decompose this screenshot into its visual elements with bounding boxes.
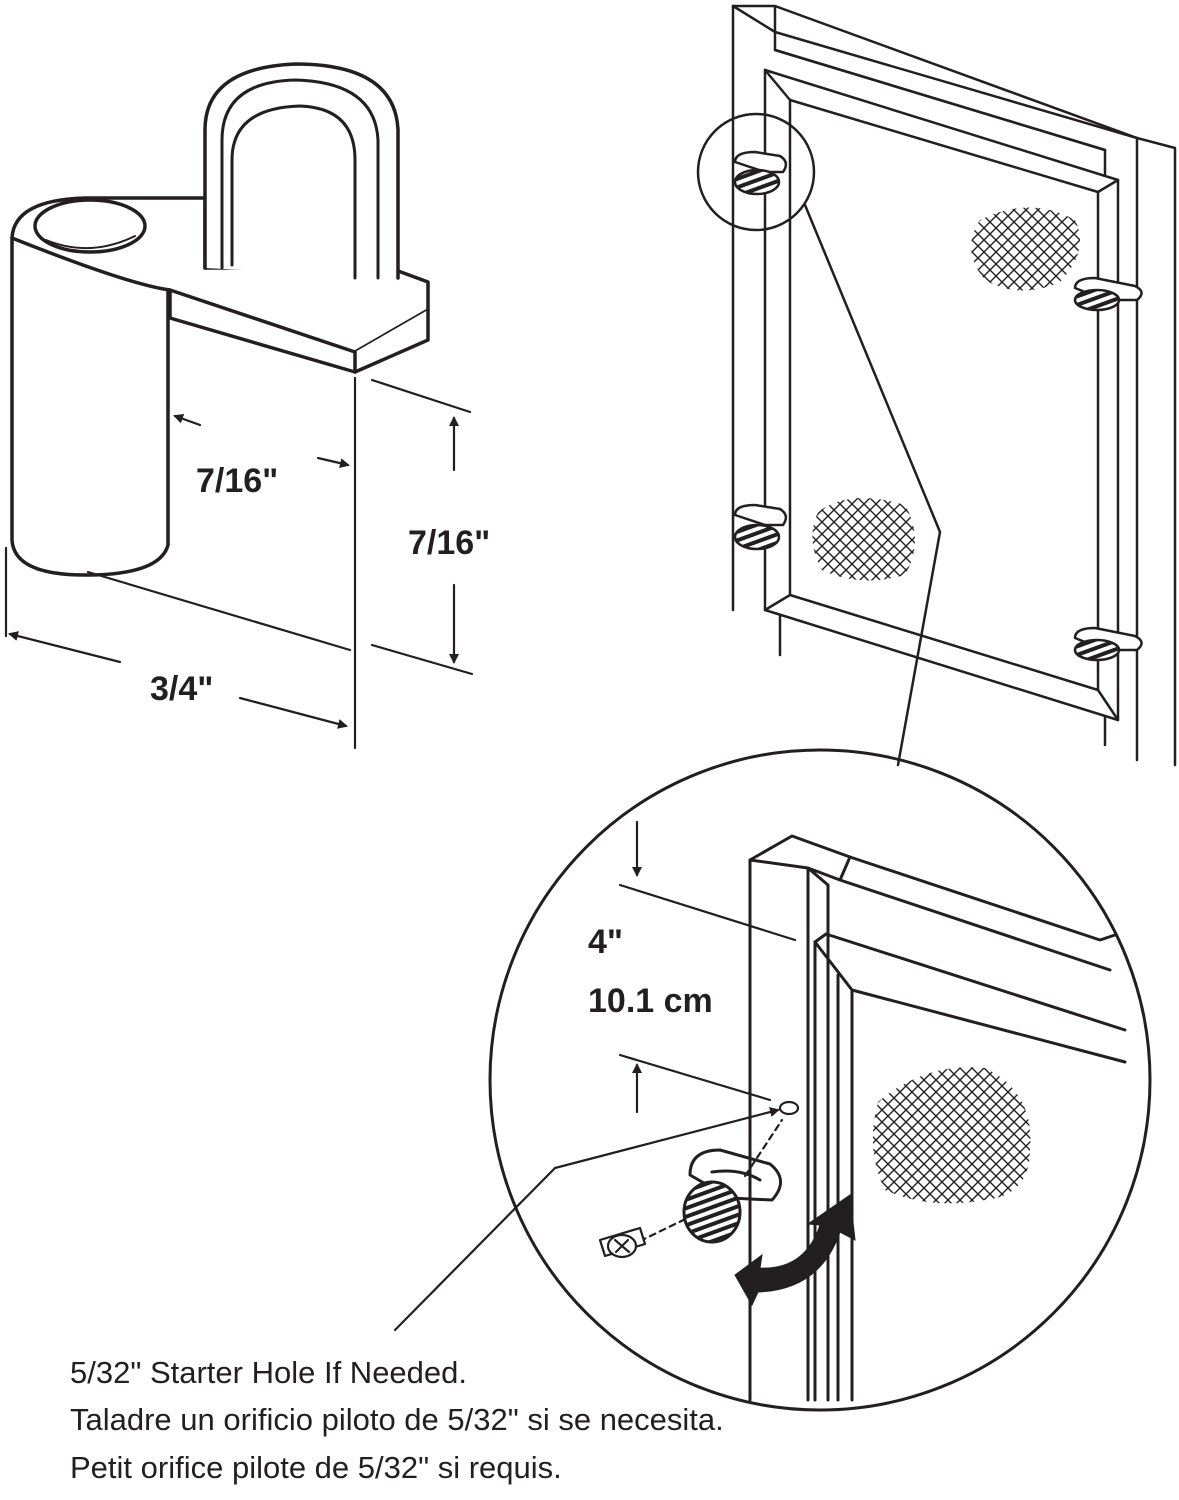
rotation-arrow-icon — [734, 1194, 856, 1307]
length-dimension-label: 3/4" — [150, 670, 213, 708]
note-french: Petit orifice pilote de 5/32" si requis. — [70, 1450, 562, 1485]
window-frame — [731, 4, 1177, 767]
callout-circle-small — [696, 112, 816, 232]
offset-metric-label: 10.1 cm — [588, 982, 713, 1020]
offset-imperial-label: 4" — [588, 923, 623, 961]
width-dimension-label: 7/16" — [196, 462, 278, 500]
note-english: 5/32" Starter Hole If Needed. — [70, 1355, 468, 1390]
clip-dimension-lines — [4, 376, 474, 750]
detail-view — [488, 748, 1152, 1412]
starter-hole-leader — [393, 1107, 780, 1332]
callout-leader-lines — [803, 203, 942, 767]
window-clips — [733, 150, 1143, 662]
height-dimension-label: 7/16" — [408, 524, 490, 562]
clip-product — [10, 62, 430, 577]
note-spanish: Taladre un orificio piloto de 5/32" si s… — [70, 1402, 724, 1437]
